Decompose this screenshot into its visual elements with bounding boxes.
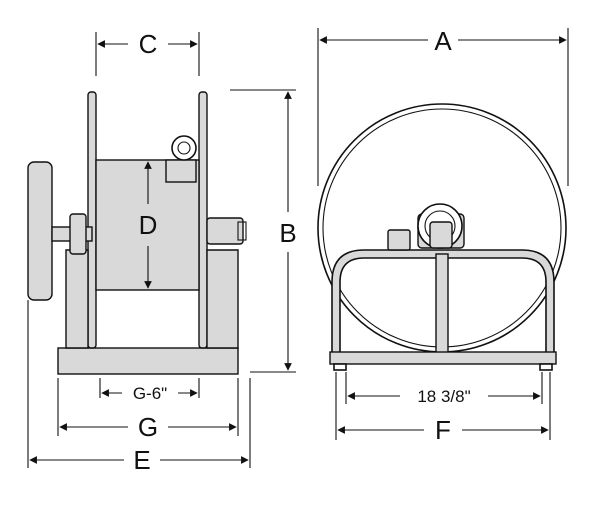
side-handwheel	[27, 161, 53, 301]
label-18-3-8: 18 3/8"	[417, 387, 470, 406]
front-base	[329, 351, 557, 365]
label-g: G	[138, 412, 158, 442]
side-front-leg	[65, 249, 89, 349]
label-d: D	[139, 210, 158, 240]
label-c: C	[139, 29, 158, 59]
side-base-plate	[57, 347, 239, 375]
label-e: E	[133, 445, 150, 475]
label-a: A	[434, 26, 452, 56]
side-view: C D B G-6" G E	[27, 29, 297, 475]
label-f: F	[435, 415, 451, 445]
side-swivel-fitting	[171, 135, 197, 161]
front-swivel	[429, 221, 453, 249]
label-b: B	[279, 218, 296, 248]
side-rear-leg	[206, 249, 239, 349]
front-view: A 18 3/8" F	[317, 26, 569, 445]
side-right-post	[198, 91, 208, 349]
label-g6: G-6"	[133, 384, 167, 403]
front-center-post	[435, 253, 449, 355]
side-rear-fitting	[206, 217, 244, 245]
side-hub	[69, 213, 87, 255]
side-swivel-block	[165, 159, 197, 183]
front-inlet-fitting	[387, 229, 411, 251]
side-left-post	[87, 91, 97, 349]
